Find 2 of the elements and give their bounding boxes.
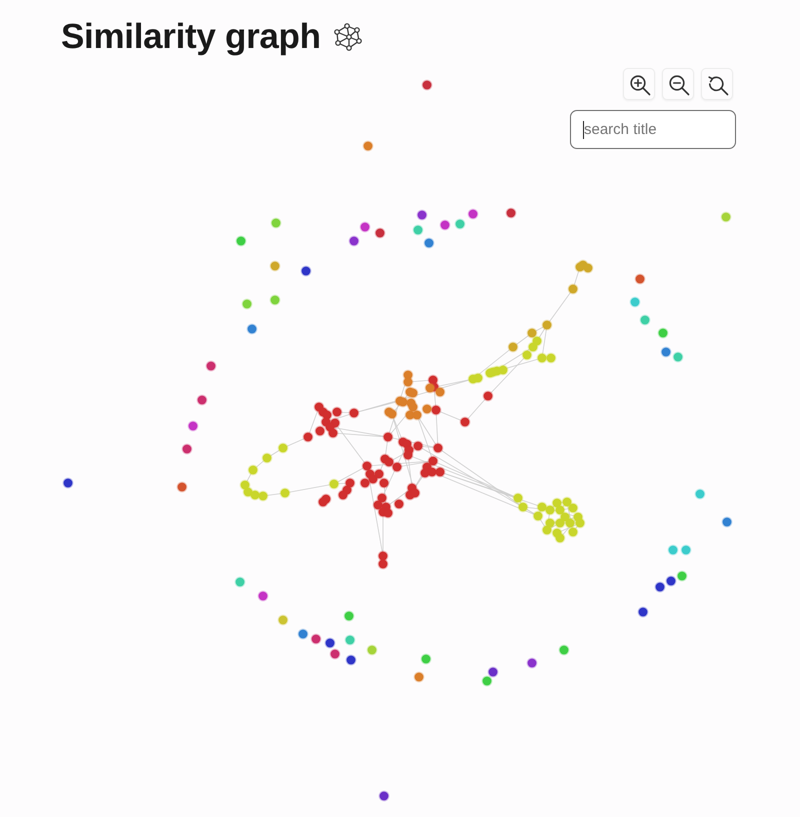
title: Similarity graph (61, 16, 321, 58)
search-field: search title (570, 110, 736, 149)
